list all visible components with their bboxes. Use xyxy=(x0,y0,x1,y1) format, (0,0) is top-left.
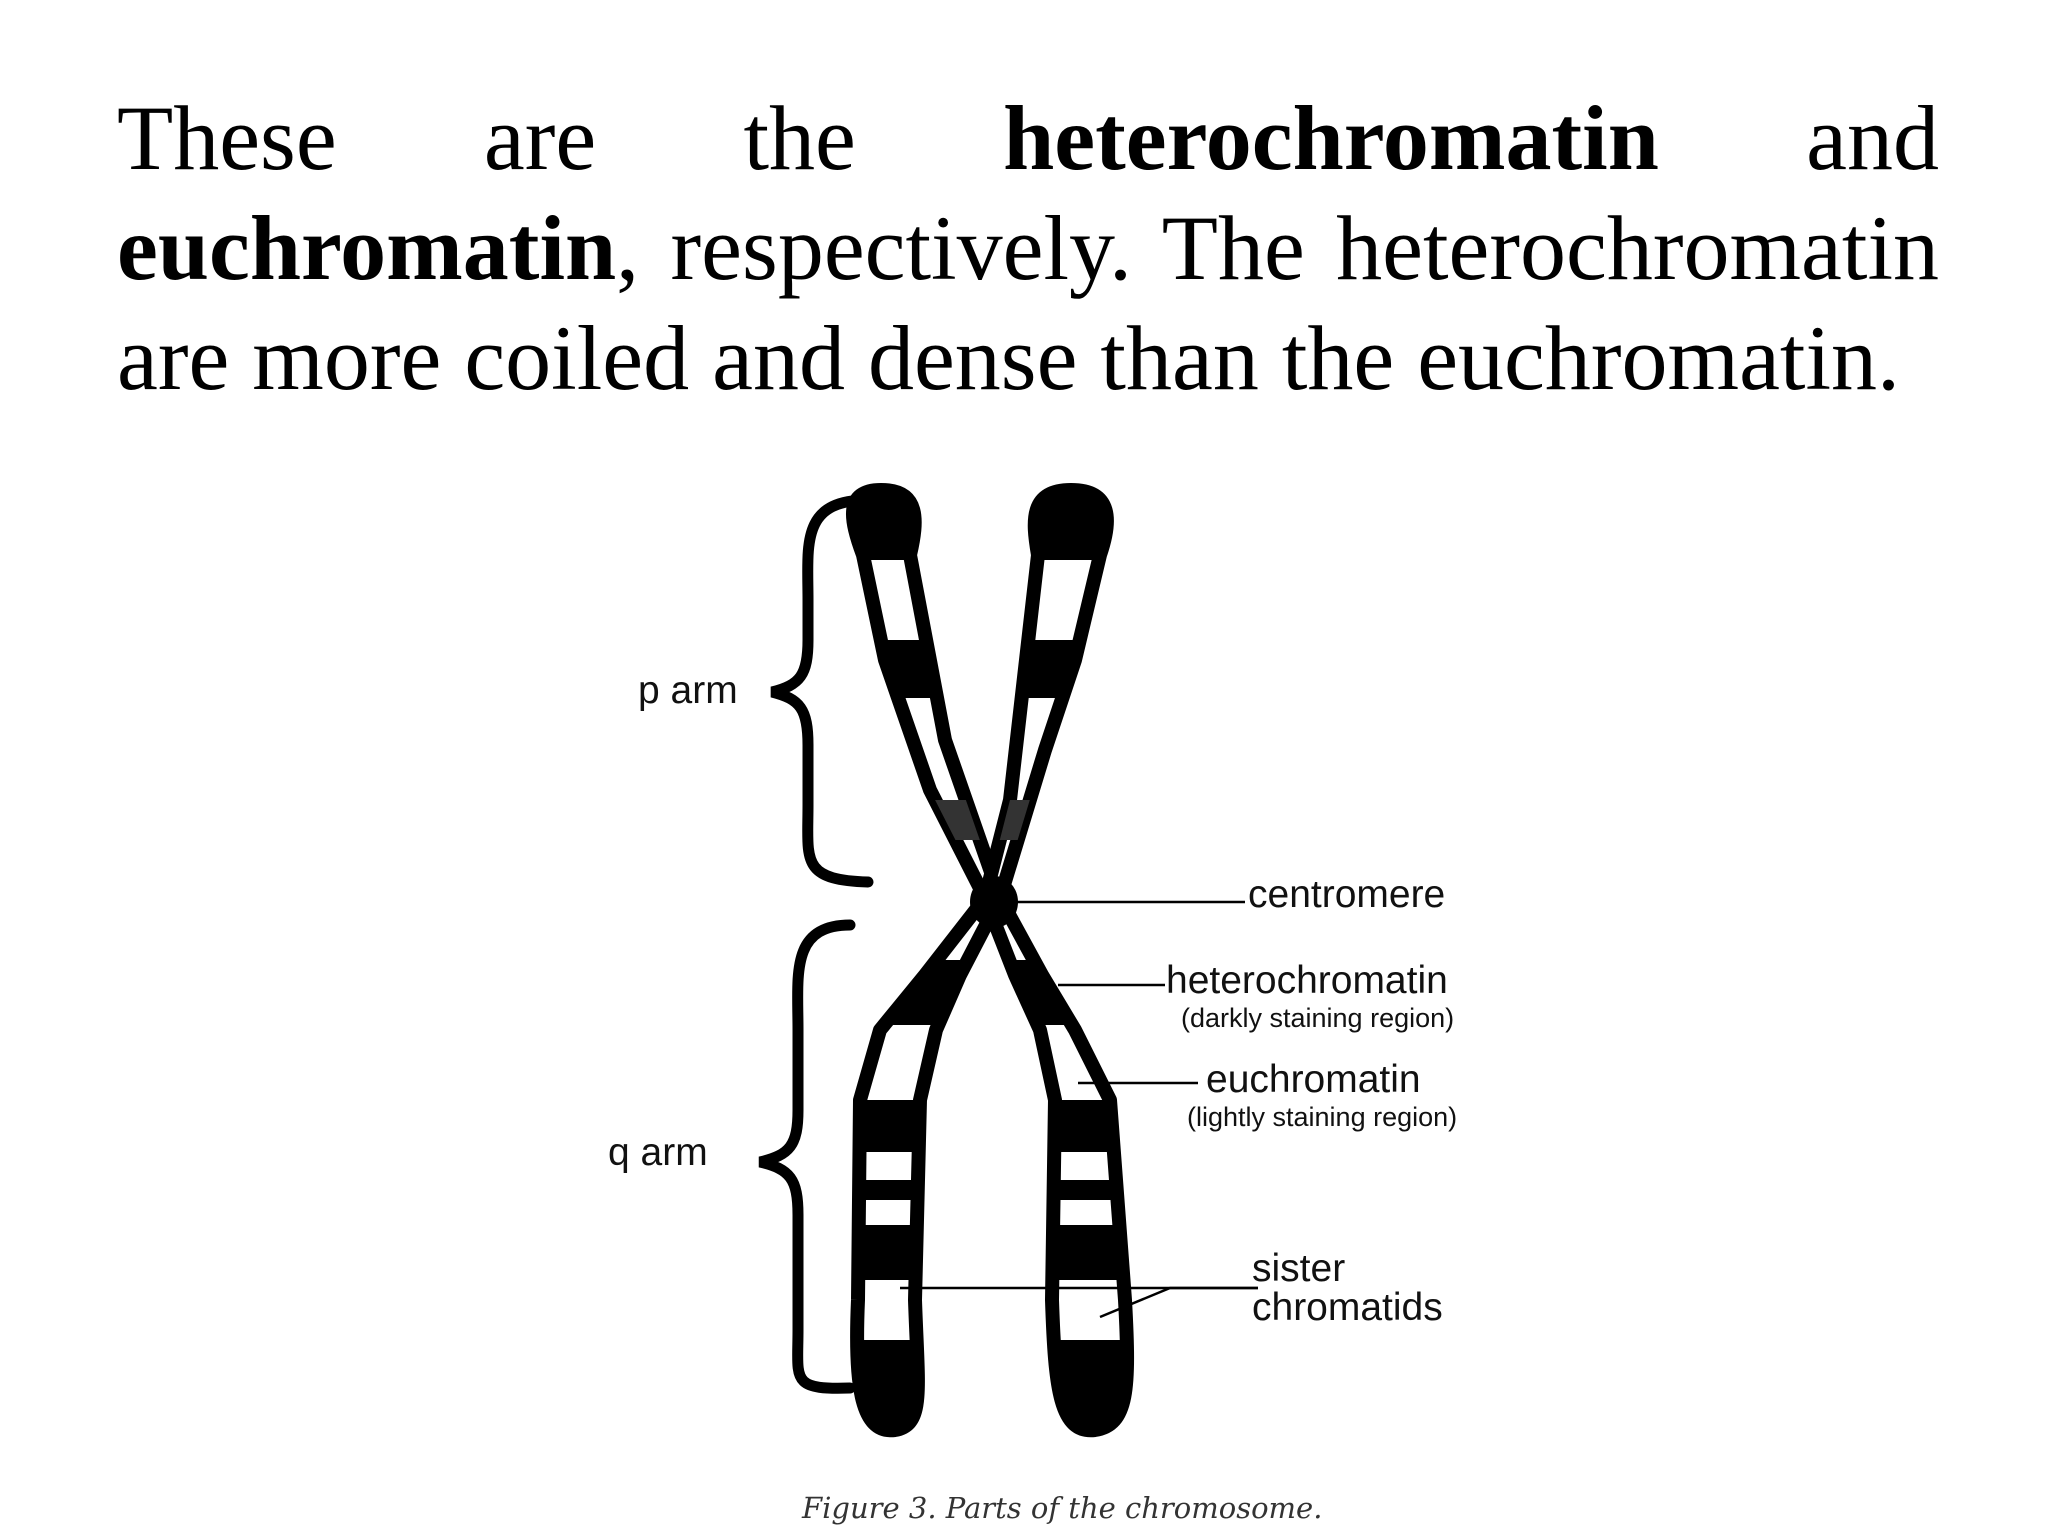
term-euchromatin: euchromatin xyxy=(117,197,617,299)
label-chromatids: chromatids xyxy=(1252,1286,1443,1329)
label-heterochromatin-note: (darkly staining region) xyxy=(1181,1003,1454,1033)
word-the: the xyxy=(743,87,856,189)
centromere-knob xyxy=(970,876,1018,928)
p-arm-brace xyxy=(770,494,874,888)
word-these: These xyxy=(117,87,337,189)
figure-caption: Figure 3. Parts of the chromosome. xyxy=(801,1491,1322,1525)
chromatid-p-left xyxy=(845,483,1007,905)
body-paragraph: These are the heterochromatin and euchro… xyxy=(117,83,1939,413)
label-p-arm: p arm xyxy=(638,669,738,712)
chromatid-p-right xyxy=(978,483,1114,905)
label-sister: sister xyxy=(1252,1247,1345,1290)
sentence-rest: , respectively. The heterochromatin are … xyxy=(117,197,1939,409)
chromatid-q-right xyxy=(978,891,1135,1438)
word-are: are xyxy=(483,87,597,189)
sister-chromatids-leader-right xyxy=(1099,1286,1258,1319)
label-euchromatin-note: (lightly staining region) xyxy=(1187,1102,1457,1132)
word-and: and xyxy=(1806,87,1939,189)
label-euchromatin: euchromatin xyxy=(1206,1058,1421,1101)
term-heterochromatin: heterochromatin xyxy=(1003,87,1659,189)
label-centromere: centromere xyxy=(1248,873,1445,916)
q-arm-brace xyxy=(758,919,856,1394)
label-q-arm: q arm xyxy=(608,1131,708,1174)
label-heterochromatin: heterochromatin xyxy=(1166,959,1448,1002)
chromatid-q-left xyxy=(850,891,1007,1438)
